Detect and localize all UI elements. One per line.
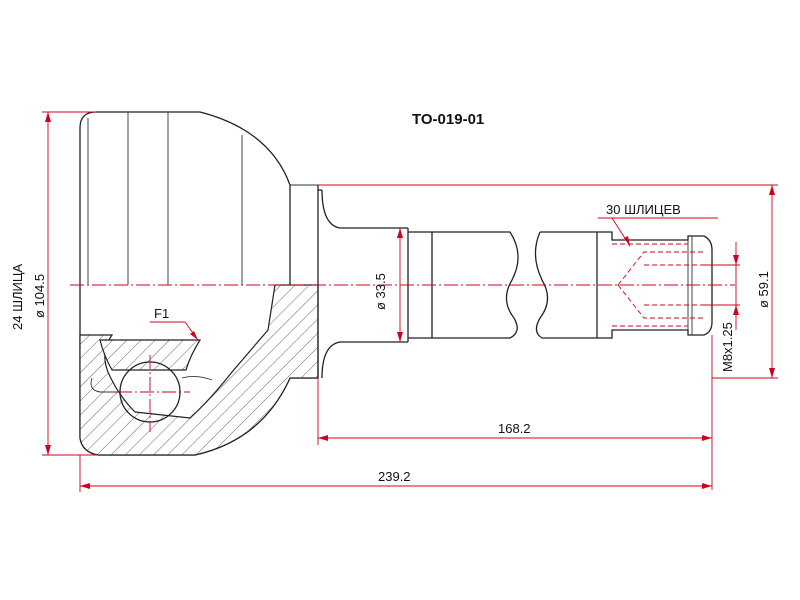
dim-overall-length (79, 455, 712, 492)
outer-splines-label: 30 ШЛИЦЕВ (606, 202, 681, 217)
dim-outer-diameter (42, 111, 98, 456)
overall-length-label: 239.2 (378, 469, 411, 484)
shaft (407, 217, 718, 342)
neck-diameter-label: ø 33.5 (373, 273, 388, 310)
housing-section (79, 284, 319, 456)
shaft-flange (317, 185, 408, 379)
shaft-length-label: 168.2 (498, 421, 531, 436)
dim-thread (704, 242, 740, 330)
seal-diameter-label: ø 59.1 (756, 271, 771, 308)
dim-shaft-length (317, 335, 713, 490)
outer-diameter-label: ø 104.5 (32, 274, 47, 318)
dim-seal-diameter (318, 184, 778, 379)
housing-outline (79, 111, 318, 285)
threaded-hole (617, 251, 704, 286)
dim-neck-diameter (397, 228, 403, 342)
inner-splines-label: 24 ШЛИЦА (10, 264, 25, 330)
thread-label: M8x1.25 (720, 322, 735, 372)
part-number: TO-019-01 (412, 111, 484, 128)
flat-label: F1 (154, 306, 169, 321)
dim-flat-f1 (150, 321, 199, 341)
